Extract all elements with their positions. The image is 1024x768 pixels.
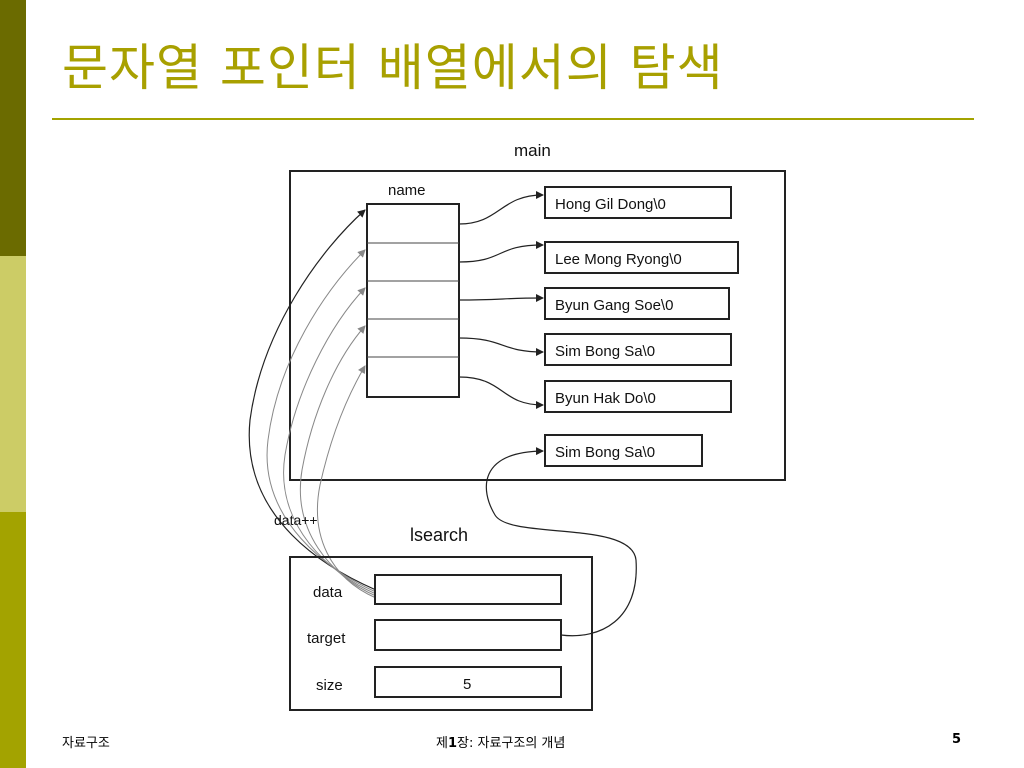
string-box: [544, 241, 739, 274]
data-field-box: [374, 574, 562, 605]
string-text: Byun Gang Soe\0: [555, 297, 673, 314]
string-box: [544, 333, 732, 366]
string-text: Hong Gil Dong\0: [555, 196, 666, 213]
string-text: Lee Mong Ryong\0: [555, 251, 682, 268]
string-text: Sim Bong Sa\0: [555, 343, 655, 360]
main-frame: [289, 170, 786, 481]
side-bar-middle: [0, 256, 26, 512]
footer-chapter-prefix: 제: [436, 736, 448, 751]
footer-chapter: 제1장: 자료구조의 개념: [436, 732, 565, 751]
target-field-box: [374, 619, 562, 651]
size-field-label: size: [316, 677, 343, 694]
slide-title: 문자열 포인터 배열에서의 탐색: [62, 39, 724, 97]
data-increment-arrow: [248, 209, 377, 591]
name-array: [366, 203, 460, 398]
target-string-text: Sim Bong Sa\0: [555, 444, 655, 461]
string-box: [544, 287, 730, 320]
name-label: name: [388, 182, 426, 199]
string-box: [544, 186, 732, 219]
size-value: 5: [463, 676, 471, 693]
target-field-label: target: [307, 630, 346, 647]
data-increment-arrow: [283, 287, 377, 595]
size-field-box: [374, 666, 562, 698]
lsearch-label: lsearch: [410, 525, 468, 545]
pointer-arrow: [458, 376, 544, 409]
data-increment-arrow: [317, 365, 377, 599]
string-box: [544, 380, 732, 413]
target-string-box: [544, 434, 703, 467]
footer-chapter-suffix: 장: 자료구조의 개념: [457, 736, 566, 751]
page-number: 5: [952, 732, 962, 747]
footer-chapter-number: 1: [447, 736, 458, 751]
footer-course: 자료구조: [62, 736, 110, 751]
side-bar-top: [0, 0, 26, 256]
string-text: Byun Hak Do\0: [555, 390, 656, 407]
pointer-arrow: [458, 241, 544, 263]
target-pointer-arrow: [485, 447, 637, 637]
data-increment-arrow: [266, 249, 377, 593]
title-divider: [52, 118, 974, 120]
data-increment-label: data++: [274, 512, 318, 528]
data-increment-arrow: [300, 325, 377, 597]
main-label: main: [514, 141, 551, 160]
pointer-arrow: [458, 337, 544, 356]
data-field-label: data: [313, 584, 343, 601]
pointer-arrow: [458, 294, 544, 303]
side-bar-bottom: [0, 512, 26, 768]
pointer-arrow: [458, 191, 544, 225]
